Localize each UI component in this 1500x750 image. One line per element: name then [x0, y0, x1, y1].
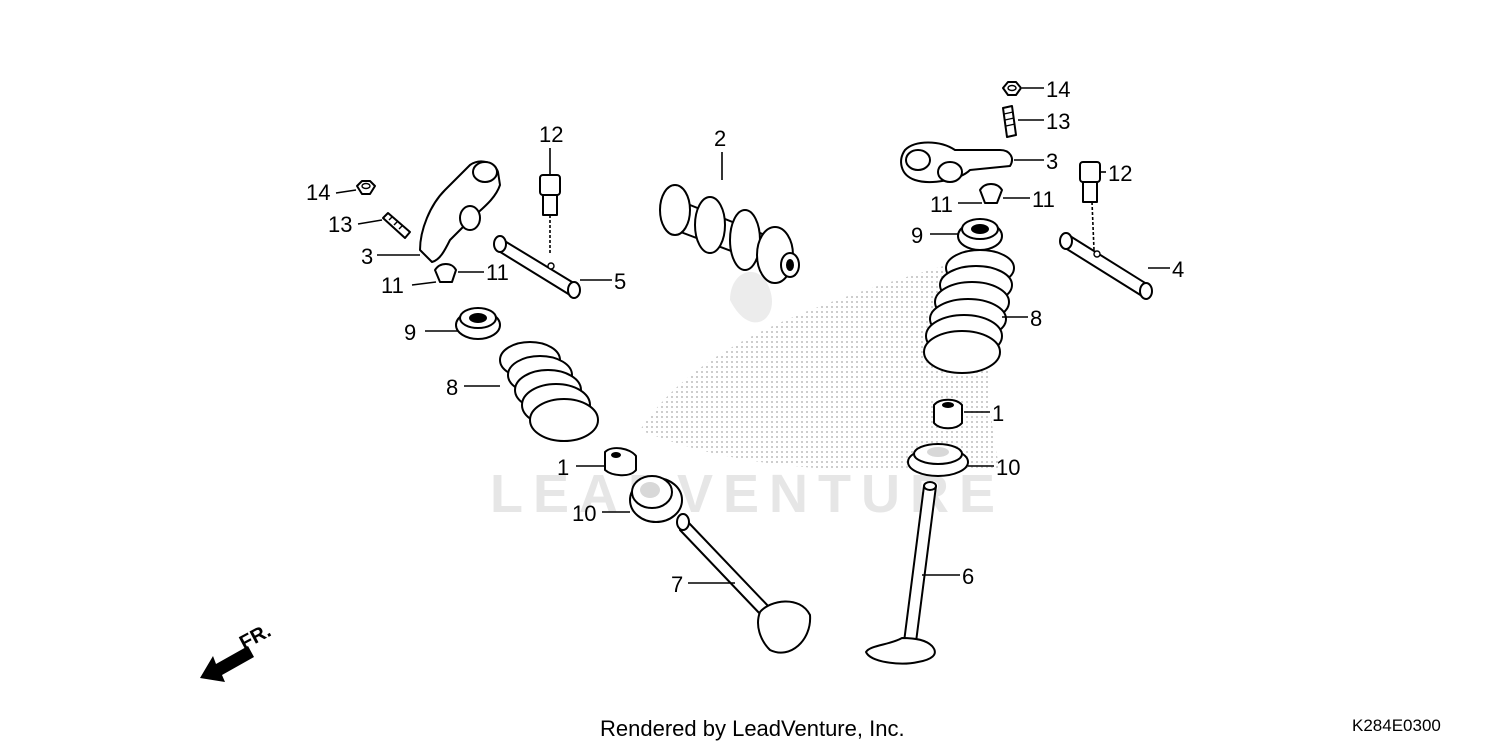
- footer-credit: Rendered by LeadVenture, Inc.: [600, 716, 905, 741]
- adjusting-screw-right: [1002, 105, 1017, 138]
- spring-seat-right: [907, 443, 969, 477]
- bolt-left: [539, 174, 561, 216]
- nut-left: [356, 180, 376, 195]
- front-direction-label: FR.: [236, 620, 275, 655]
- callout-8-left: 8: [446, 375, 458, 400]
- valve-spring-left: [499, 341, 599, 442]
- camshaft: [659, 184, 800, 284]
- callout-14-left: 14: [306, 180, 330, 205]
- bolt-right: [1079, 161, 1101, 203]
- callout-8-right: 8: [1030, 306, 1042, 331]
- callout-3-right: 3: [1046, 149, 1058, 174]
- clip-left: [434, 263, 457, 283]
- callout-10-left: 10: [572, 501, 596, 526]
- rocker-arm-right: [900, 141, 1013, 183]
- callout-11-left-b: 11: [381, 273, 404, 298]
- callout-11-right-b: 11: [930, 192, 953, 217]
- callout-9-right: 9: [911, 223, 923, 248]
- callout-5: 5: [614, 269, 626, 294]
- callout-10-right: 10: [996, 455, 1020, 480]
- rocker-shaft-left: [493, 235, 581, 299]
- exhaust-valve: [676, 513, 812, 654]
- callout-12-left: 12: [539, 122, 563, 147]
- clip-right: [979, 183, 1003, 204]
- adjusting-screw-left: [382, 212, 411, 239]
- callout-4: 4: [1172, 257, 1184, 282]
- watermark-wing-logo: [640, 250, 1000, 471]
- spring-seat-left: [629, 475, 683, 523]
- callout-1-left: 1: [557, 455, 569, 480]
- diagram-code: K284E0300: [1352, 716, 1441, 735]
- nut-right: [1002, 81, 1022, 96]
- spring-retainer-right: [957, 218, 1003, 251]
- callout-12-right: 12: [1108, 161, 1132, 186]
- callout-13-left: 13: [328, 212, 352, 237]
- callout-1-right: 1: [992, 401, 1004, 426]
- stem-seal-left: [604, 447, 637, 477]
- front-direction-arrow-icon: [200, 646, 254, 682]
- intake-valve: [865, 481, 937, 665]
- spring-retainer-left: [455, 307, 501, 340]
- callout-7: 7: [671, 572, 683, 597]
- callout-9-left: 9: [404, 320, 416, 345]
- callout-11-right-a: 11: [1032, 187, 1055, 212]
- stem-seal-right: [933, 398, 963, 430]
- callout-11-left-a: 11: [486, 260, 509, 285]
- callout-13-right: 13: [1046, 109, 1070, 134]
- callout-3-left: 3: [361, 244, 373, 269]
- rocker-arm-left: [419, 160, 501, 263]
- callout-6: 6: [962, 564, 974, 589]
- rocker-shaft-right: [1059, 232, 1153, 300]
- watermark-text: LEADVENTURE: [490, 464, 1005, 524]
- callout-2: 2: [714, 126, 726, 151]
- callout-14-right: 14: [1046, 77, 1070, 102]
- valve-spring-right: [923, 249, 1015, 374]
